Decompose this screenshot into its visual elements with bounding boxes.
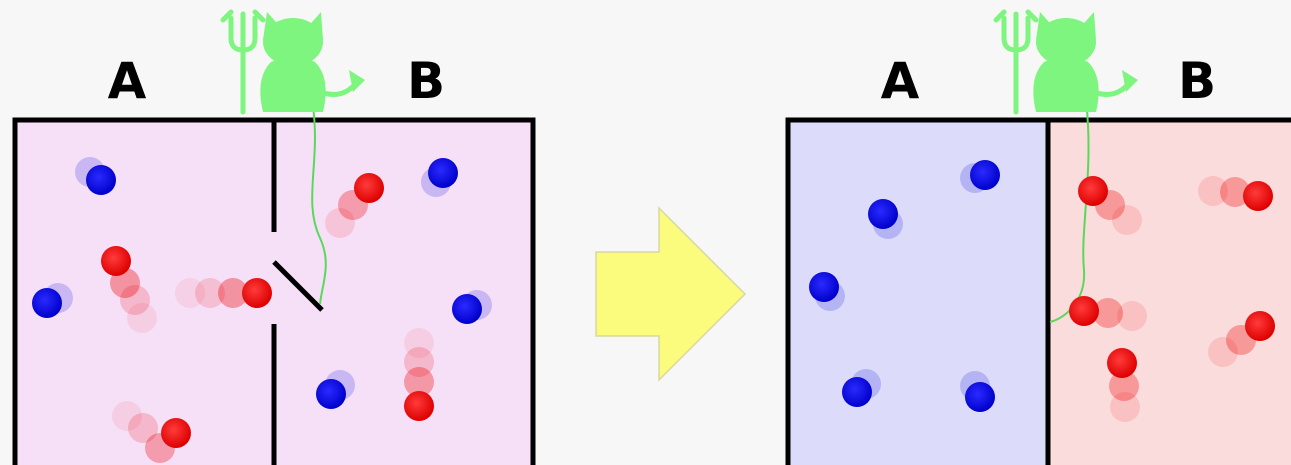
molecule-slow xyxy=(86,165,116,195)
molecule-fast xyxy=(101,246,131,276)
molecule-trail xyxy=(325,208,355,238)
demon-tail-rope xyxy=(311,99,327,305)
molecule-trail xyxy=(195,278,225,308)
label-a-before: A xyxy=(108,52,147,110)
molecule-trail xyxy=(404,367,434,397)
box-after-b xyxy=(1048,120,1291,465)
slow-molecules-after xyxy=(809,160,1000,412)
molecule-slow xyxy=(452,294,482,324)
molecule-trail xyxy=(127,303,157,333)
molecule-trail xyxy=(1208,337,1238,367)
demon-tail-rope xyxy=(1049,99,1090,323)
molecule-trail xyxy=(175,278,205,308)
before-panel: A B xyxy=(12,12,536,465)
after-panel: A B xyxy=(785,12,1291,465)
molecule-trail xyxy=(1220,177,1250,207)
molecule-slow xyxy=(316,379,346,409)
molecule-slow xyxy=(842,377,872,407)
fast-molecules-before xyxy=(101,173,434,463)
molecule-fast xyxy=(1107,348,1137,378)
label-b-before: B xyxy=(407,52,445,110)
molecule-fast xyxy=(1069,296,1099,326)
molecule-slow xyxy=(965,382,995,412)
molecule-slow xyxy=(970,160,1000,190)
slow-molecules-before xyxy=(32,157,492,409)
box-after-outline xyxy=(785,117,1291,465)
right-arrow-icon xyxy=(595,206,747,382)
molecule-fast xyxy=(1245,311,1275,341)
fast-molecules-after xyxy=(1069,176,1275,422)
molecule-fast xyxy=(354,173,384,203)
molecule-slow xyxy=(868,199,898,229)
partition-wall xyxy=(271,120,324,465)
molecule-trail xyxy=(1198,176,1228,206)
molecule-trail xyxy=(1110,392,1140,422)
molecule-slow xyxy=(32,288,62,318)
demon-icon xyxy=(996,12,1138,112)
demon-icon xyxy=(223,12,365,112)
molecule-trail xyxy=(112,401,142,431)
molecule-trail xyxy=(1109,371,1139,401)
molecule-fast xyxy=(161,418,191,448)
label-b-after: B xyxy=(1178,52,1216,110)
molecule-slow xyxy=(809,272,839,302)
molecule-trail xyxy=(1117,301,1147,331)
molecule-fast xyxy=(1243,181,1273,211)
molecule-trail xyxy=(120,285,150,315)
molecule-trail xyxy=(404,347,434,377)
molecule-trail xyxy=(218,278,248,308)
molecule-fast xyxy=(1078,176,1108,206)
molecule-trail xyxy=(1093,298,1123,328)
molecule-trail xyxy=(1112,205,1142,235)
molecule-slow xyxy=(428,158,458,188)
molecule-fast xyxy=(242,278,272,308)
label-a-after: A xyxy=(881,52,920,110)
molecule-trail xyxy=(404,328,434,358)
molecule-fast xyxy=(404,391,434,421)
molecule-trail xyxy=(128,413,158,443)
